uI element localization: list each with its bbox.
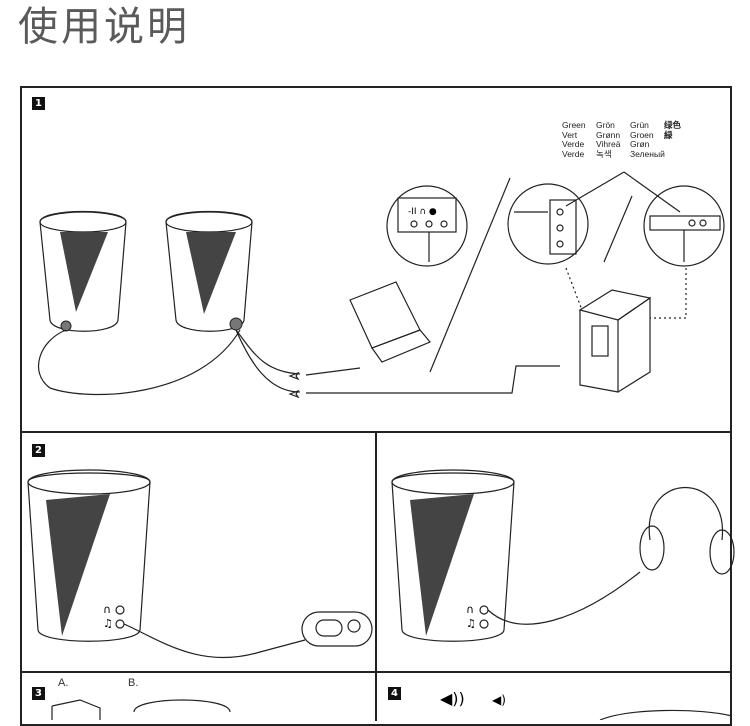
audio-cable-1 <box>235 329 301 375</box>
color-ru: Зеленый <box>630 148 665 159</box>
option-a-label: A. <box>58 677 69 689</box>
color-it: Verde <box>562 139 585 149</box>
laptop-illustration <box>349 281 431 363</box>
step-3-badge: 3 <box>32 687 45 700</box>
pc-cable <box>306 365 560 394</box>
speaker-link-cable <box>38 329 241 396</box>
music-note-icon: ♫ <box>103 617 113 630</box>
separator-line-2 <box>603 195 633 263</box>
connector-arrows <box>288 371 300 399</box>
audio-cable-2 <box>235 329 301 393</box>
headphone-cable <box>487 571 641 625</box>
dotted-leaders <box>565 267 687 319</box>
laptop-cable <box>305 367 361 376</box>
desktop-tower <box>578 289 652 393</box>
left-speaker <box>39 210 127 332</box>
step-2-badge: 2 <box>32 444 45 457</box>
desktop-jack-closeup-left <box>507 183 589 265</box>
right-speaker <box>165 210 253 332</box>
svg-text:♫: ♫ <box>466 617 476 630</box>
color-ko: 녹색 <box>596 148 612 159</box>
color-en: Green <box>562 120 586 130</box>
color-nl: Groen <box>630 129 654 140</box>
color-sv: Grön <box>596 120 615 130</box>
svg-text:∩: ∩ <box>466 603 474 616</box>
volume-up-icon: ◀)) <box>440 689 465 708</box>
color-no: Grønn <box>596 129 621 140</box>
legend-pointer <box>565 171 681 213</box>
separator-line-1 <box>429 177 511 373</box>
laptop-jack-closeup: -II ∩ ● <box>386 185 468 267</box>
option-b-label: B. <box>128 677 139 689</box>
desktop-jack-closeup-right <box>643 185 725 267</box>
headphone-icon: ∩ <box>103 603 111 616</box>
control-knob-edge <box>599 709 733 720</box>
volume-down-icon: ◀) <box>492 693 506 707</box>
step-1-badge: 1 <box>32 97 45 110</box>
color-fr: Vert <box>562 129 578 140</box>
color-de: Grün <box>630 120 649 130</box>
svg-text:-II ∩ ●: -II ∩ ● <box>408 207 437 217</box>
step-4-badge: 4 <box>388 687 401 700</box>
speaker-top-b <box>133 699 231 713</box>
jack-color-legend: Green Grön Grün 绿色 Vert Grønn Groen 緑 Ve… <box>562 120 704 159</box>
speaker-headphone-jack-view: ∩ ♫ <box>27 469 151 642</box>
page-title: 使用说明 <box>18 4 190 50</box>
headphones <box>639 486 735 575</box>
clip-a-illustration <box>51 699 101 720</box>
color-da: Grøn <box>630 139 650 149</box>
speaker-headphone-view: ∩ ♫ <box>391 469 515 642</box>
color-es: Verde <box>562 148 585 159</box>
divider-column <box>375 431 377 721</box>
mp3-cable <box>123 623 306 659</box>
mp3-player <box>301 611 373 647</box>
color-fi: Vihreä <box>596 139 621 149</box>
color-ja: 緑 <box>664 129 673 140</box>
color-zh: 绿色 <box>664 120 682 130</box>
